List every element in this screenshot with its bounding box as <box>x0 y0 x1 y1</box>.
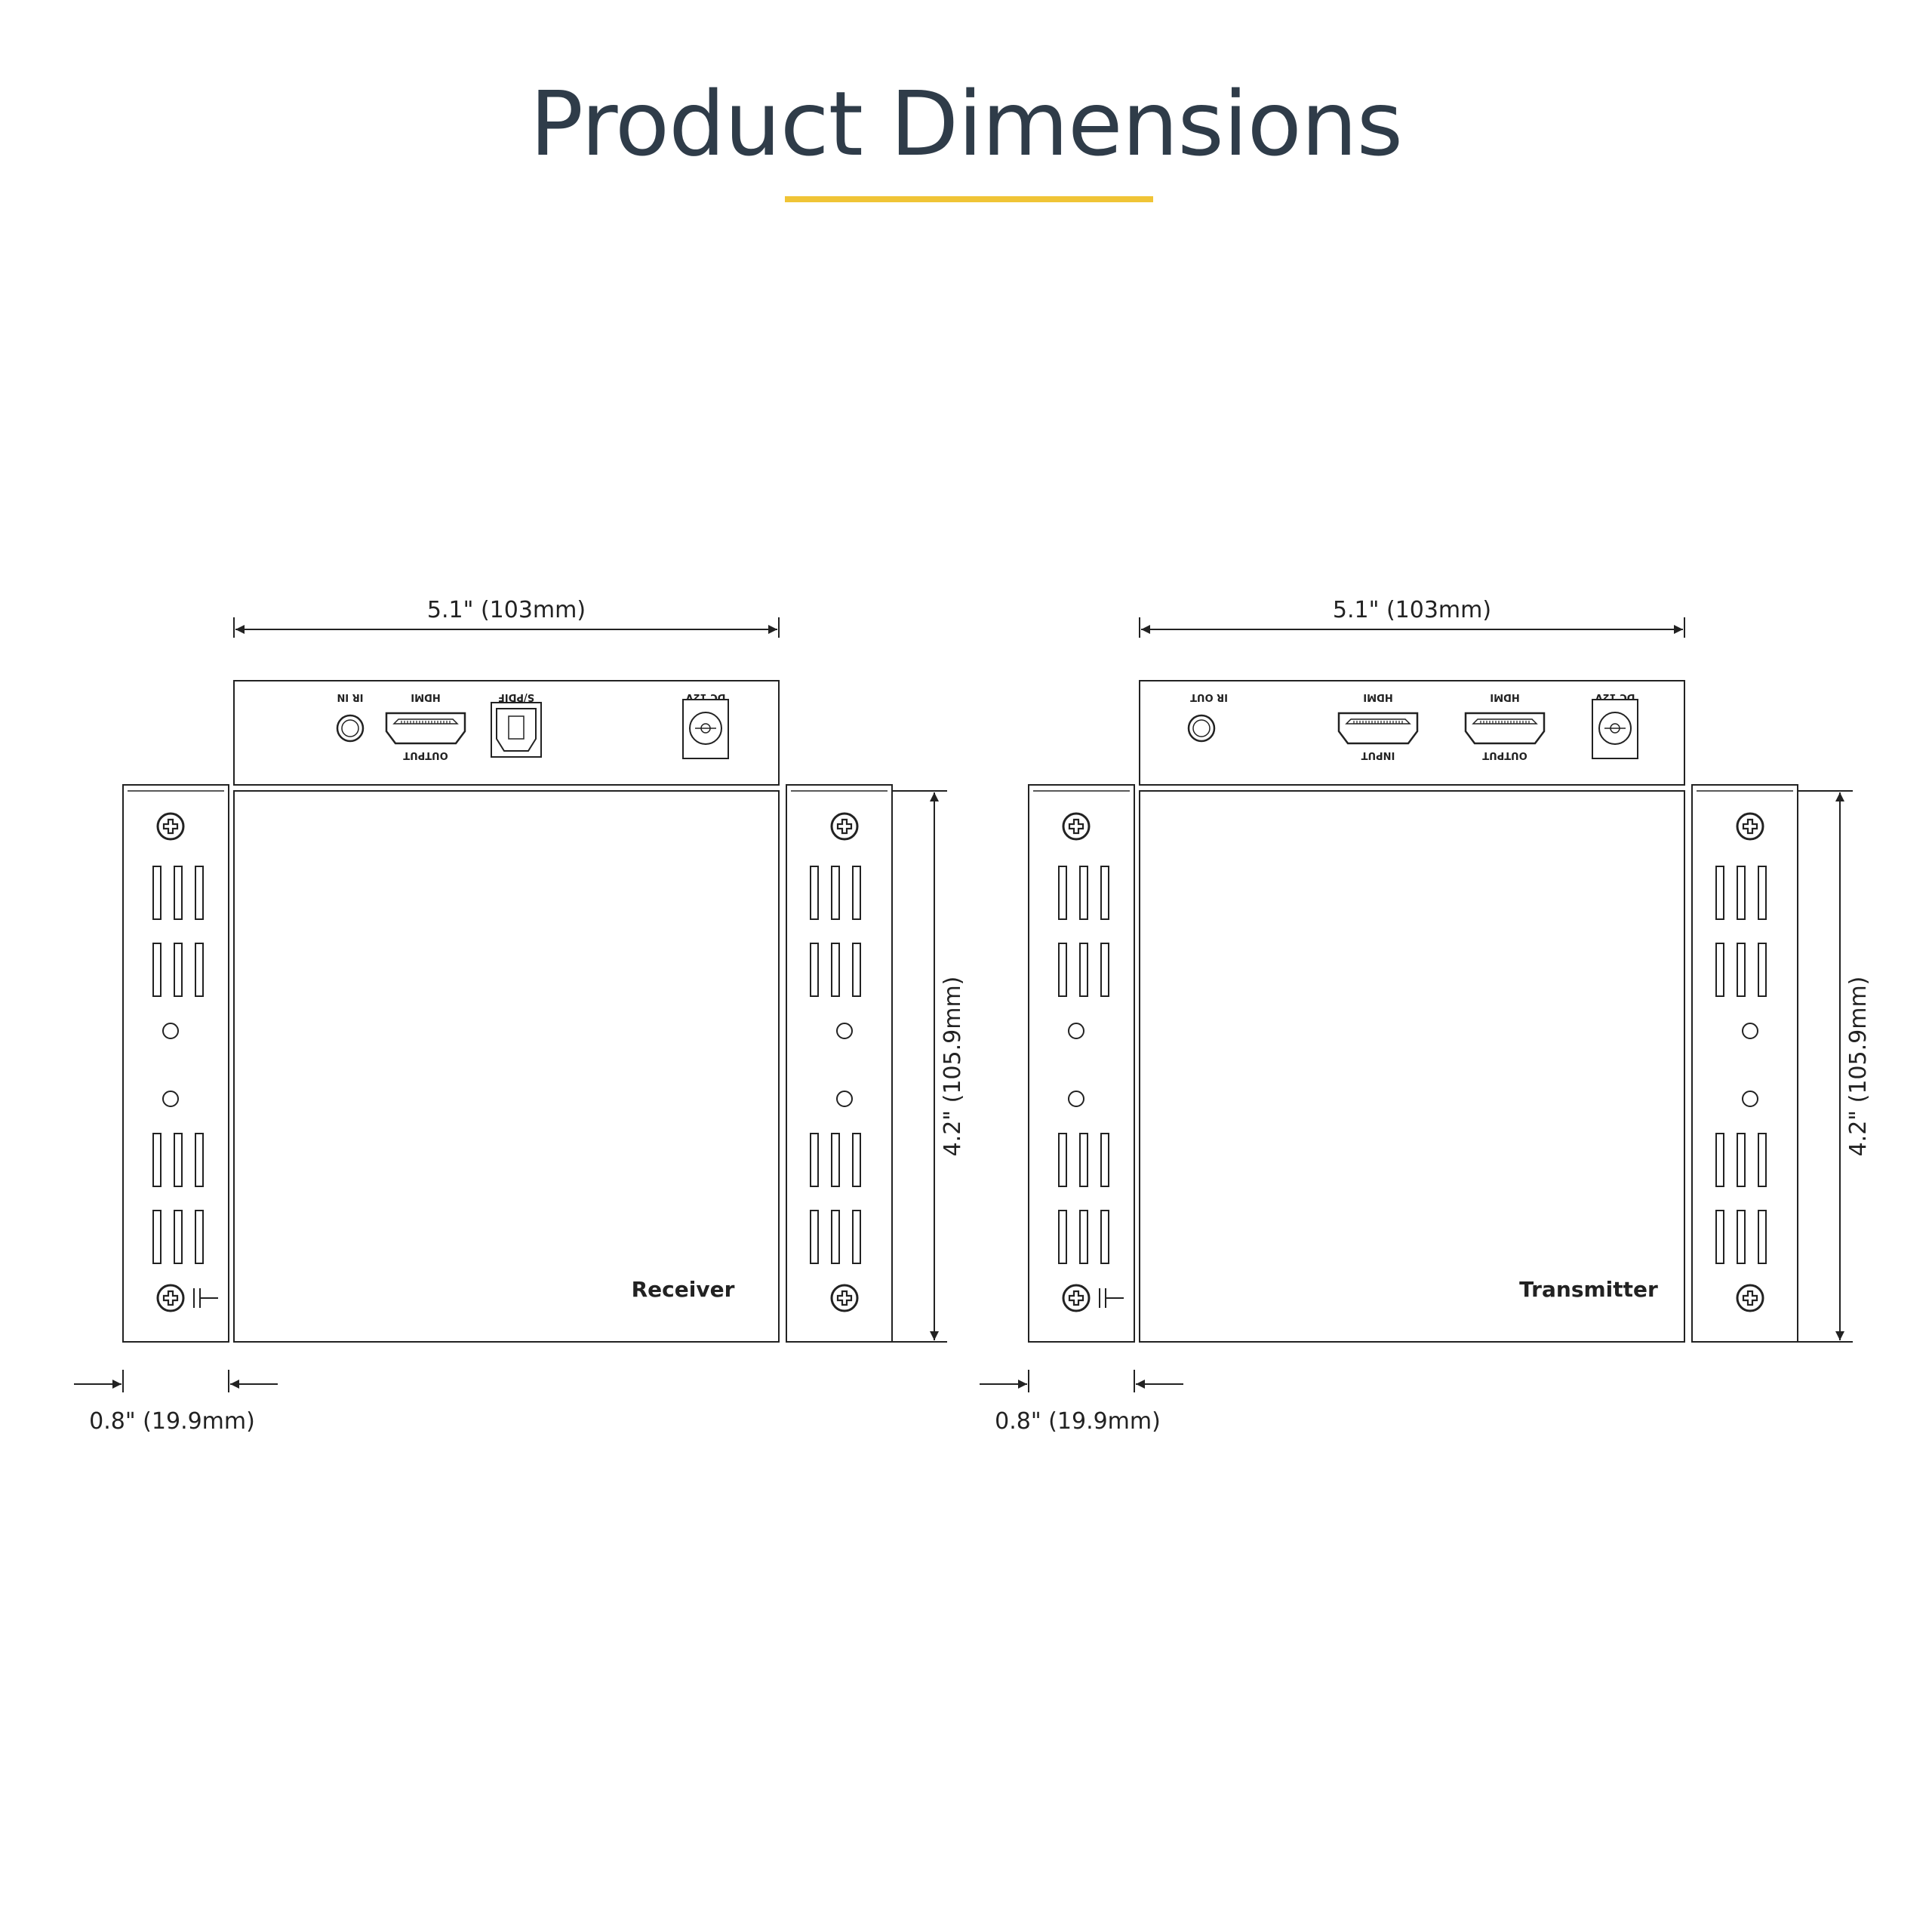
hdmi-port-icon <box>1337 712 1419 745</box>
dc-power-jack-icon <box>682 699 729 759</box>
vent-slots <box>810 1210 861 1264</box>
port-sublabel: OUTPUT <box>1482 749 1527 761</box>
dc-power-jack-icon <box>1592 699 1638 759</box>
mounting-flange <box>1028 784 1135 1343</box>
mount-hole <box>162 1023 179 1039</box>
height-label: 4.2" (105.9mm) <box>1845 977 1872 1157</box>
port-3: S/PDIF <box>491 691 542 758</box>
screw-icon <box>1736 1284 1764 1312</box>
mount-hole <box>1742 1091 1758 1107</box>
mount-hole <box>162 1091 179 1107</box>
height-label: 4.2" (105.9mm) <box>940 977 966 1157</box>
transmitter-drawing: 5.1" (103mm) IR OUT HDMI INPUT HDMI OUTPUT DC … <box>980 597 1872 1435</box>
port-2: HDMI INPUT <box>1337 691 1419 761</box>
main-body <box>233 790 780 1343</box>
port-3: HDMI OUTPUT <box>1464 691 1546 761</box>
port-1: IR OUT <box>1187 691 1228 743</box>
port-label: HDMI <box>411 691 440 703</box>
vent-slots <box>1058 943 1109 997</box>
port-sublabel: OUTPUT <box>403 749 448 761</box>
ir-jack-icon <box>1187 714 1216 743</box>
mount-hole <box>1742 1023 1758 1039</box>
port-label: IR IN <box>337 691 363 703</box>
flange-width-label: 0.8" (19.9mm) <box>995 1408 1161 1435</box>
vent-slots <box>1058 1133 1109 1187</box>
vent-slots <box>1715 1210 1767 1264</box>
width-label: 5.1" (103mm) <box>1333 597 1491 623</box>
vent-slots <box>152 1133 204 1187</box>
vent-slots <box>1058 866 1109 920</box>
main-body <box>1139 790 1685 1343</box>
ground-icon <box>1099 1288 1124 1308</box>
width-label: 5.1" (103mm) <box>427 597 586 623</box>
vent-slots <box>1058 1210 1109 1264</box>
hdmi-port-icon <box>385 712 466 745</box>
mount-hole <box>1068 1023 1084 1039</box>
port-label: HDMI <box>1490 691 1519 703</box>
mounting-flange <box>1691 784 1798 1343</box>
port-label: IR OUT <box>1190 691 1228 703</box>
vent-slots <box>152 943 204 997</box>
vent-slots <box>1715 866 1767 920</box>
unit-name-label: Transmitter <box>1519 1277 1658 1302</box>
ir-jack-icon <box>336 714 365 743</box>
screw-icon <box>1062 1284 1091 1312</box>
port-label: HDMI <box>1363 691 1392 703</box>
receiver-drawing: 5.1" (103mm) IR IN HDMI OUTPUT S/PDIF DC 12V R… <box>74 597 966 1435</box>
port-sublabel: INPUT <box>1361 749 1395 761</box>
vent-slots <box>810 943 861 997</box>
spdif-port-icon <box>491 702 542 758</box>
title-underline <box>785 196 1153 202</box>
vent-slots <box>810 1133 861 1187</box>
hdmi-port-icon <box>1464 712 1546 745</box>
screw-icon <box>830 812 859 841</box>
port-label: S/PDIF <box>498 691 534 703</box>
mounting-flange <box>122 784 229 1343</box>
screw-icon <box>156 1284 185 1312</box>
screw-icon <box>830 1284 859 1312</box>
mounting-flange <box>786 784 893 1343</box>
vent-slots <box>810 866 861 920</box>
port-4: DC 12V <box>682 691 729 759</box>
flange-width-label: 0.8" (19.9mm) <box>89 1408 255 1435</box>
page-title: Product Dimensions <box>529 72 1403 176</box>
vent-slots <box>1715 1133 1767 1187</box>
screw-icon <box>1736 812 1764 841</box>
ground-icon <box>193 1288 218 1308</box>
vent-slots <box>152 866 204 920</box>
mount-hole <box>1068 1091 1084 1107</box>
vent-slots <box>1715 943 1767 997</box>
unit-name-label: Receiver <box>632 1277 735 1302</box>
port-2: HDMI OUTPUT <box>385 691 466 761</box>
mount-hole <box>836 1023 853 1039</box>
screw-icon <box>156 812 185 841</box>
port-1: IR IN <box>336 691 365 743</box>
vent-slots <box>152 1210 204 1264</box>
mount-hole <box>836 1091 853 1107</box>
port-4: DC 12V <box>1592 691 1638 759</box>
screw-icon <box>1062 812 1091 841</box>
